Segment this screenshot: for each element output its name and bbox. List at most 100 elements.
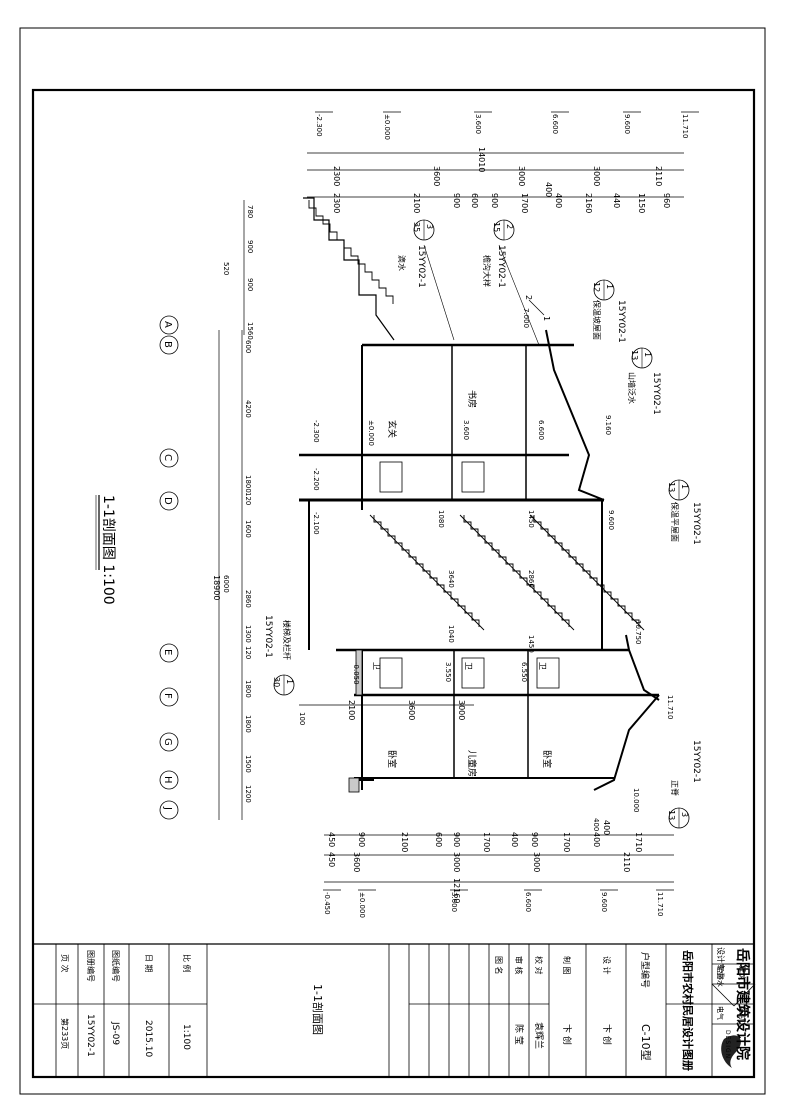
meta-value-page: 第233页 bbox=[60, 1018, 70, 1049]
discipline-architecture: 建筑 bbox=[738, 966, 747, 980]
axis-bubble-h: H bbox=[159, 770, 179, 790]
svg-text:3: 3 bbox=[680, 812, 689, 817]
svg-text:10.000: 10.000 bbox=[632, 788, 640, 813]
axis-bubble-j: J bbox=[159, 800, 179, 820]
svg-text:卧室: 卧室 bbox=[541, 750, 553, 768]
top-elevation-row: -2.300 ±0.000 3.600 6.600 9.600 11.710 bbox=[315, 111, 699, 140]
ref-insulated-slope-roof: 1 12 15YY02-1 保温坡屋面 bbox=[592, 279, 626, 343]
outer-frame bbox=[19, 27, 766, 1095]
svg-text:3.600: 3.600 bbox=[462, 420, 470, 440]
svg-text:1: 1 bbox=[643, 352, 652, 357]
axis-bubble-c: C bbox=[159, 448, 179, 468]
svg-text:书房: 书房 bbox=[466, 390, 478, 408]
svg-text:J: J bbox=[162, 806, 173, 810]
svg-text:18900: 18900 bbox=[212, 575, 221, 600]
axis-bubble-f: F bbox=[159, 687, 179, 707]
atlas-title: 岳阳市农村民居设计图册 bbox=[681, 950, 695, 1071]
drawing-name: 1-1剖面图 bbox=[311, 984, 325, 1035]
svg-text:900: 900 bbox=[452, 832, 461, 847]
svg-text:3000: 3000 bbox=[532, 852, 541, 872]
svg-text:3600: 3600 bbox=[432, 166, 441, 186]
svg-text:600: 600 bbox=[244, 340, 252, 353]
svg-text:1150: 1150 bbox=[637, 193, 646, 213]
svg-text:900: 900 bbox=[246, 240, 254, 253]
ref-gable-flashing: 1 13 15YY02-1 山墙泛水 bbox=[627, 347, 661, 415]
house-type-label: 户型编号 bbox=[639, 952, 651, 988]
svg-text:6.600: 6.600 bbox=[537, 420, 545, 440]
svg-text:900: 900 bbox=[246, 278, 254, 291]
svg-text:±0.000: ±0.000 bbox=[367, 420, 375, 446]
svg-text:2110: 2110 bbox=[654, 166, 663, 186]
svg-text:4200: 4200 bbox=[244, 400, 252, 418]
meta-label-page: 页 次 bbox=[60, 954, 70, 973]
svg-text:1080: 1080 bbox=[437, 510, 445, 528]
svg-text:780: 780 bbox=[246, 205, 254, 218]
svg-text:2300: 2300 bbox=[332, 166, 341, 186]
ref-drip: 3 35 15YY02-1 滴水 bbox=[397, 219, 455, 341]
svg-text:3600: 3600 bbox=[352, 852, 361, 872]
svg-text:15YY02-1: 15YY02-1 bbox=[496, 245, 506, 288]
top-dimension-chains: 14010 2300 3600 3000 3000 2110 2300 2100… bbox=[307, 147, 684, 213]
svg-text:30: 30 bbox=[272, 677, 281, 687]
axis-bubble-b: B bbox=[159, 335, 179, 355]
svg-text:15YY02-1: 15YY02-1 bbox=[416, 245, 426, 288]
svg-text:12: 12 bbox=[592, 282, 601, 292]
svg-text:1800: 1800 bbox=[244, 680, 252, 698]
svg-text:400: 400 bbox=[544, 182, 553, 197]
svg-text:2860: 2860 bbox=[244, 590, 252, 608]
svg-text:600: 600 bbox=[470, 193, 479, 208]
svg-text:1450: 1450 bbox=[527, 510, 535, 528]
axis-bubble-d: D bbox=[159, 491, 179, 511]
svg-text:-0.450: -0.450 bbox=[323, 892, 331, 915]
svg-text:2: 2 bbox=[505, 224, 514, 229]
bottom-dimension-chains: 450 900 2100 600 900 1700 400 900 1700 4… bbox=[323, 820, 674, 918]
svg-text:±0.000: ±0.000 bbox=[383, 114, 391, 140]
svg-text:7.000: 7.000 bbox=[522, 308, 530, 328]
svg-text:玄关: 玄关 bbox=[386, 420, 398, 438]
left-dimension-columns: 780 900 520 900 1560 18900 600 4200 1800… bbox=[212, 200, 254, 820]
svg-text:15YY02-1: 15YY02-1 bbox=[263, 615, 273, 658]
svg-text:1710: 1710 bbox=[634, 832, 643, 852]
svg-text:120: 120 bbox=[244, 492, 252, 505]
svg-text:900: 900 bbox=[530, 832, 539, 847]
svg-text:3600: 3600 bbox=[407, 700, 416, 720]
svg-text:1600: 1600 bbox=[244, 520, 252, 538]
svg-text:3000: 3000 bbox=[457, 700, 466, 720]
svg-text:3: 3 bbox=[425, 224, 434, 229]
svg-text:楼梯及栏杆: 楼梯及栏杆 bbox=[282, 620, 292, 660]
svg-text:E: E bbox=[162, 649, 173, 655]
svg-text:-2.200: -2.200 bbox=[312, 468, 320, 491]
svg-text:520: 520 bbox=[222, 262, 230, 275]
ref-ridge: 3 13 15YY02-1 正脊 bbox=[667, 740, 701, 829]
slope-indicator: 2 1 bbox=[524, 295, 551, 321]
svg-text:15: 15 bbox=[492, 222, 501, 232]
stair-flights bbox=[308, 200, 645, 631]
svg-text:15YY02-1: 15YY02-1 bbox=[691, 740, 701, 783]
svg-text:3.600: 3.600 bbox=[474, 114, 482, 134]
reference-annotations: 3 35 15YY02-1 滴水 2 15 15YY02-1 檐沟大样 1 12… bbox=[263, 219, 701, 829]
svg-text:400: 400 bbox=[554, 193, 563, 208]
role-label-2: 制 图 bbox=[562, 956, 572, 975]
svg-text:滴水: 滴水 bbox=[397, 255, 407, 271]
extra-dimensions: 100 2100 3600 3000 400 bbox=[298, 700, 600, 831]
svg-text:120: 120 bbox=[244, 646, 252, 659]
svg-text:900: 900 bbox=[452, 193, 461, 208]
svg-text:440: 440 bbox=[612, 193, 621, 208]
meta-value-atlas-no: 15YY02-1 bbox=[85, 1014, 95, 1057]
svg-text:13: 13 bbox=[667, 482, 676, 492]
meta-label-scale: 比 例 bbox=[182, 954, 192, 973]
svg-text:15YY02-1: 15YY02-1 bbox=[616, 300, 626, 343]
ref-gutter: 2 15 15YY02-1 檐沟大样 bbox=[482, 219, 540, 346]
discipline-electrical: 电气 bbox=[716, 1006, 725, 1020]
axis-bubble-e: E bbox=[159, 643, 179, 663]
svg-text:山墙泛水: 山墙泛水 bbox=[627, 372, 637, 404]
design-logo-mark bbox=[721, 1035, 741, 1068]
building-outline bbox=[299, 197, 660, 791]
svg-text:10.750: 10.750 bbox=[634, 620, 642, 645]
svg-text:15YY02-1: 15YY02-1 bbox=[651, 372, 661, 415]
svg-text:檐沟大样: 檐沟大样 bbox=[482, 255, 492, 287]
svg-text:960: 960 bbox=[662, 193, 671, 208]
svg-text:11.710: 11.710 bbox=[656, 892, 664, 917]
svg-text:6.600: 6.600 bbox=[524, 892, 532, 912]
svg-text:1700: 1700 bbox=[482, 832, 491, 852]
